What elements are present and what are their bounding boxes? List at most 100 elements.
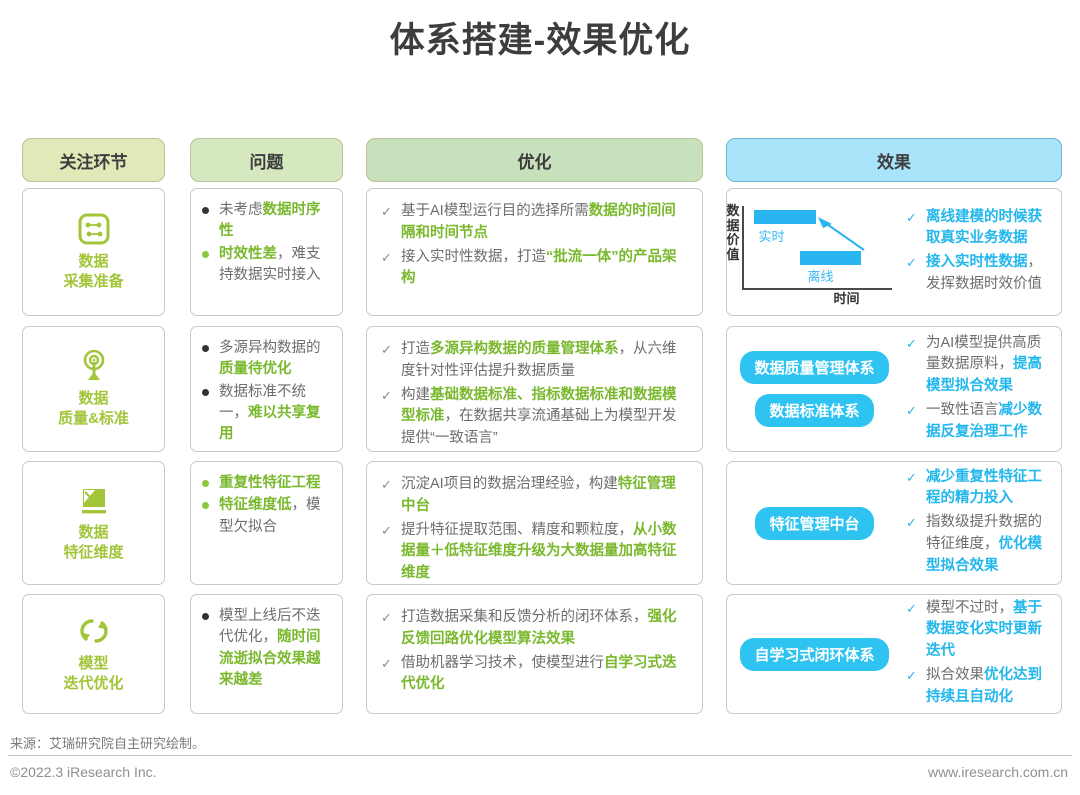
effect-cell[interactable]: 自学习式闭环体系✓模型不过时，基于数据变化实时更新迭代✓拟合效果优化达到持续且自…: [726, 594, 1062, 714]
stage-cell[interactable]: 数据质量&标准: [22, 326, 165, 452]
effect-cell[interactable]: 数据价值实时离线时间✓离线建模的时候获取真实业务数据✓接入实时性数据，发挥数据时…: [726, 188, 1062, 316]
plain-text: 提升特征提取范围、精度和颗粒度，: [401, 521, 633, 538]
highlight-green: 随时间流逝拟合效果越来越差: [219, 629, 321, 688]
plain-text: 一致性语言: [926, 401, 999, 418]
table-row: 模型迭代优化 模型上线后不迭代优化，随时间流逝拟合效果越来越差 ✓ 打造数据采集和反馈…: [0, 594, 1080, 714]
check-icon: ✓: [906, 667, 917, 683]
chart-label-realtime: 实时: [758, 229, 785, 244]
source-note: 来源：艾瑞研究院自主研究绘制。: [10, 736, 206, 751]
highlight-blue: 离线建模的时候获取真实业务数据: [926, 208, 1042, 247]
problem-cell[interactable]: 未考虑数据时序性时效性差，难支持数据实时接入: [190, 188, 343, 316]
bullet-dot-icon: [202, 480, 209, 487]
footer-divider: [8, 755, 1072, 756]
value-vs-time-chart: 数据价值 实时离线时间: [726, 200, 904, 306]
plain-text: 模型不过时，: [926, 599, 1013, 616]
check-icon: ✓: [906, 255, 917, 270]
plain-text: 构建: [401, 386, 430, 403]
bullet-dot-icon: [202, 207, 209, 214]
check-icon: ✓: [381, 204, 392, 219]
plain-text: ，难支持数据实时接入: [219, 245, 321, 283]
plain-text: ，模型欠拟合: [219, 497, 321, 535]
effect-list: ✓离线建模的时候获取真实业务数据✓接入实时性数据，发挥数据时效价值: [902, 198, 1061, 307]
effect-item: ✓拟合效果优化达到持续且自动化: [904, 665, 1052, 709]
check-icon: ✓: [906, 600, 917, 616]
chart-bar-offline: [799, 251, 861, 265]
optimization-item: ✓构建基础数据标准、指标数据标准和数据模型标准，在数据共享流通基础上为模型开发提…: [379, 385, 690, 450]
bullet-dot-icon: [202, 388, 209, 396]
effect-item: ✓为AI模型提供高质量数据原料，提高模型拟合效果: [904, 333, 1052, 398]
bullet-dot-icon: [202, 613, 209, 620]
plain-text: 打造数据采集和反馈分析的闭环体系，: [401, 609, 648, 625]
problem-cell[interactable]: 模型上线后不迭代优化，随时间流逝拟合效果越来越差: [190, 594, 343, 714]
plain-text: 为AI模型提供高质量数据原料，: [926, 334, 1042, 373]
chart-xlabel: 时间: [833, 291, 860, 306]
stage-cell[interactable]: 数据采集准备: [22, 188, 165, 316]
highlight-blue: 优化模型拟合效果: [926, 535, 1042, 574]
optimization-cell[interactable]: ✓打造多源异构数据的质量管理体系，从六维度针对性评估提升数据质量✓构建基础数据标…: [366, 326, 703, 452]
check-icon: ✓: [381, 610, 392, 625]
column-header-row: 关注环节 问题 优化 效果: [0, 138, 1080, 182]
effect-item: ✓ 离线建模的时候获取真实业务数据: [904, 207, 1052, 251]
highlight-blue: 基于数据变化实时更新迭代: [926, 599, 1042, 660]
highlight-green: 从小数据量＋低特征维度升级为大数据量加高特征维度: [401, 521, 677, 582]
plain-text: 沉淀AI项目的数据治理经验，构建: [401, 476, 618, 492]
plain-text: 数据标准不统一，: [219, 383, 306, 421]
plain-text: 指数级提升数据的特征维度，: [926, 514, 1042, 552]
data-collection-icon: [77, 212, 111, 246]
problem-cell[interactable]: 多源异构数据的质量待优化数据标准不统一，难以共享复用: [190, 326, 343, 452]
highlight-blue: 接入实时性数据: [926, 254, 1028, 270]
stage-label: 数据采集准备: [63, 252, 124, 290]
optimization-cell[interactable]: ✓打造数据采集和反馈分析的闭环体系，强化反馈回路优化模型算法效果✓借助机器学习技…: [366, 594, 703, 714]
plain-text: 拟合效果: [926, 666, 984, 683]
check-icon: ✓: [906, 209, 917, 225]
highlight-green: 时效性差: [219, 245, 277, 262]
highlight-green: “批流一体”的产品架构: [401, 248, 677, 287]
effect-item: ✓接入实时性数据，发挥数据时效价值: [904, 252, 1052, 296]
optimization-cell[interactable]: ✓基于AI模型运行目的选择所需数据的时间间隔和时间节点✓接入实时性数据，打造“批…: [366, 188, 703, 316]
optimization-list: ✓基于AI模型运行目的选择所需数据的时间间隔和时间节点✓接入实时性数据，打造“批…: [367, 189, 702, 302]
bullet-dot-icon: [202, 250, 209, 258]
highlight-green: 数据的时间间隔和时间节点: [401, 203, 676, 241]
effect-pill: 特征管理中台: [755, 506, 874, 540]
highlight-blue: 减少重复性特征工程的精力投入: [926, 468, 1042, 507]
effect-list: ✓模型不过时，基于数据变化实时更新迭代✓拟合效果优化达到持续且自动化: [902, 589, 1061, 720]
stage-label: 数据质量&标准: [58, 389, 129, 427]
chart-label-offline: 离线: [807, 269, 834, 284]
effect-item: ✓ 减少重复性特征工程的精力投入: [904, 467, 1052, 511]
check-icon: ✓: [381, 387, 392, 403]
column-header-problem: 问题: [190, 138, 343, 182]
problem-cell[interactable]: 重复性特征工程特征维度低，模型欠拟合: [190, 461, 343, 585]
chart-bar-realtime: [753, 210, 816, 224]
website-link[interactable]: www.iresearch.com.cn: [927, 764, 1068, 780]
stage-cell[interactable]: 数据特征维度: [22, 461, 165, 585]
problem-item: 数据标准不统一，难以共享复用: [201, 382, 333, 446]
check-icon: ✓: [381, 342, 392, 357]
column-header-stage: 关注环节: [22, 138, 165, 182]
plain-text: ，在数据共享流通基础上为模型开发提供“一致语言”: [401, 408, 677, 446]
effect-cell[interactable]: 特征管理中台 ✓ 减少重复性特征工程的精力投入 ✓ 指数级提升数据的特征维度，优化模型拟…: [726, 461, 1062, 585]
effect-item: ✓ 指数级提升数据的特征维度，优化模型拟合效果: [904, 512, 1052, 577]
highlight-green: 重复性特征工程: [219, 475, 321, 491]
chart-ylabel: 数据价值: [726, 203, 740, 262]
optimization-cell[interactable]: ✓沉淀AI项目的数据治理经验，构建特征管理中台✓提升特征提取范围、精度和颗粒度，…: [366, 461, 703, 585]
check-icon: ✓: [906, 515, 917, 531]
highlight-blue: 减少数据反复治理工作: [926, 401, 1042, 440]
effect-visual: 特征管理中台: [727, 506, 902, 540]
table-row: 数据特征维度重复性特征工程特征维度低，模型欠拟合✓沉淀AI项目的数据治理经验，构…: [0, 461, 1080, 585]
check-icon: ✓: [906, 469, 917, 485]
highlight-green: 自学习式迭代优化: [401, 654, 677, 693]
effect-cell[interactable]: 数据质量管理体系数据标准体系✓为AI模型提供高质量数据原料，提高模型拟合效果✓一…: [726, 326, 1062, 452]
plain-text: 打造: [401, 341, 430, 357]
optimization-item: ✓基于AI模型运行目的选择所需数据的时间间隔和时间节点: [379, 201, 690, 245]
stage-label: 模型迭代优化: [63, 654, 124, 692]
stage-cell[interactable]: 模型迭代优化: [22, 594, 165, 714]
highlight-green: 特征维度低: [219, 497, 292, 514]
problem-list: 未考虑数据时序性时效性差，难支持数据实时接入: [191, 189, 342, 297]
plain-text: 未考虑: [219, 202, 263, 218]
effect-item: ✓ 模型不过时，基于数据变化实时更新迭代: [904, 598, 1052, 663]
optimization-item: ✓接入实时性数据，打造“批流一体”的产品架构: [379, 247, 690, 291]
effect-pill: 数据质量管理体系: [740, 351, 889, 384]
optimization-list: ✓打造数据采集和反馈分析的闭环体系，强化反馈回路优化模型算法效果✓借助机器学习技…: [367, 595, 702, 708]
data-quality-signal-icon: [77, 349, 111, 383]
